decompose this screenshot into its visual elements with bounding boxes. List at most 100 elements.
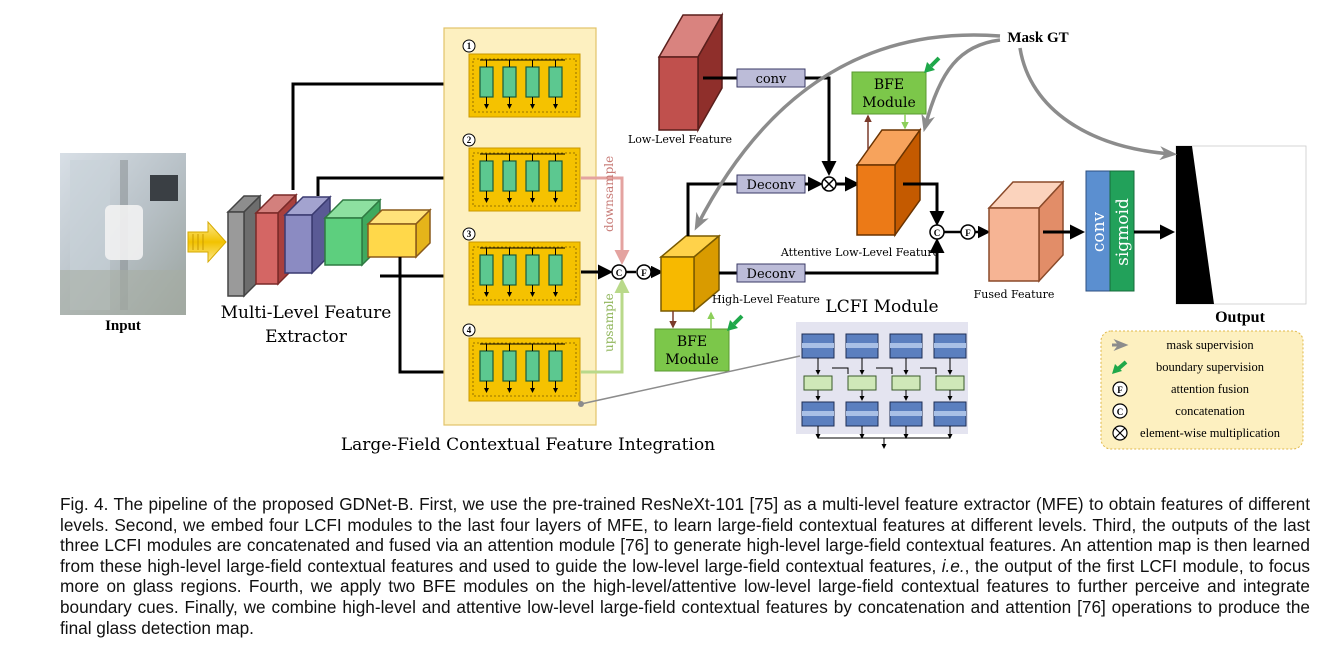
lcfi-inner-conv — [525, 66, 540, 98]
lcfi-number-4: 4 — [462, 323, 476, 337]
attentive-low-level-feature-block — [855, 127, 922, 238]
lcfi-detail-column — [889, 333, 937, 439]
svg-text:Module: Module — [665, 352, 719, 368]
lcfi-block-3: 3 — [462, 227, 581, 306]
legend-times-stroke — [1114, 427, 1126, 439]
lcfi-number-text: 1 — [467, 41, 472, 51]
svg-text:C: C — [934, 228, 941, 238]
head-conv-block: conv — [1085, 170, 1111, 292]
lcfi-inner-conv — [525, 160, 540, 192]
concat-symbol-2: C — [929, 224, 945, 240]
lcfi-detail-column — [845, 333, 893, 439]
input-label: Input — [105, 318, 141, 334]
legend-symbol-icon — [1112, 381, 1128, 397]
lcfi-inner-conv — [502, 254, 517, 286]
lcfi-inner-conv — [479, 254, 494, 286]
legend-label: boundary supervision — [1156, 360, 1265, 374]
lcfi-callout-dot — [578, 401, 584, 407]
legend-label: mask supervision — [1166, 338, 1254, 352]
lcfi-module-title: LCFI Module — [825, 297, 938, 317]
lcfi-number-2: 2 — [462, 133, 476, 147]
lcfi-inner-conv — [548, 254, 563, 286]
boundary-arrow-upper — [924, 56, 941, 73]
lcfi-inner-conv — [525, 350, 540, 382]
lcfi-inner-conv — [502, 350, 517, 382]
bfe-module-lower: BFE Module — [654, 328, 730, 372]
input-image — [60, 153, 186, 315]
lcfi-detail-mid-block — [891, 375, 921, 391]
multiply-symbol — [821, 176, 837, 192]
lcfi-block-frame — [472, 342, 577, 397]
deconv-box-upper: Deconv — [736, 174, 806, 194]
mask-supervision-arrows — [694, 33, 1178, 231]
legend-symbol-text: F — [1117, 385, 1123, 395]
upsample-label: upsample — [602, 293, 616, 352]
lcfi-blocks: 1 2 3 4 — [462, 39, 581, 402]
concat-symbol-1: C — [611, 264, 627, 280]
legend-green-arrow-head — [1112, 364, 1122, 374]
downsample-path — [581, 176, 630, 265]
svg-text:C: C — [616, 268, 623, 278]
high-level-feature-block — [658, 234, 722, 313]
lcfi-module-detail — [801, 333, 967, 449]
lcfi-block-frame — [472, 152, 577, 207]
svg-text:Deconv: Deconv — [747, 267, 797, 282]
lcfi-number-3: 3 — [462, 227, 476, 241]
lcfi-detail-top-stripe — [846, 343, 878, 348]
head-sigmoid-block: sigmoid — [1109, 170, 1135, 292]
lcfi-number-text: 4 — [467, 325, 472, 335]
svg-text:F: F — [641, 268, 647, 278]
high-to-deconv-upper — [686, 182, 737, 236]
svg-text:sigmoid: sigmoid — [1113, 198, 1133, 266]
lcfi-inner-conv — [548, 160, 563, 192]
lcfi-detail-link — [876, 367, 893, 374]
legend-box — [1100, 330, 1304, 450]
fusion-symbol-2: F — [960, 224, 976, 240]
lcfi-number-text: 2 — [467, 135, 472, 145]
svg-text:F: F — [965, 228, 971, 238]
legend-symbol-text: C — [1117, 407, 1124, 417]
lcfi-inner-conv — [502, 66, 517, 98]
low-level-feature-block — [657, 12, 724, 133]
lcfi-block-2: 2 — [462, 133, 581, 212]
fused-feature-label: Fused Feature — [974, 288, 1055, 301]
svg-text:conv: conv — [1089, 211, 1109, 252]
caption-ie: i.e. — [941, 555, 965, 576]
svg-text:BFE: BFE — [677, 334, 707, 350]
lcfi-detail-link — [920, 367, 937, 374]
deconv-lower-to-concat — [805, 238, 945, 275]
fusion-symbol-1: F — [636, 264, 652, 280]
legend-item: element-wise multiplication — [1112, 425, 1281, 441]
lcfi-callout-line — [580, 355, 801, 405]
output-label: Output — [1215, 309, 1265, 326]
caption-part2: , the output of the first LCFI module, t… — [60, 555, 1310, 638]
lcfi-detail-bottom-stripe — [890, 411, 922, 416]
lcfi-detail-column — [933, 333, 967, 439]
lcfi-detail-top-stripe — [934, 343, 966, 348]
lcfi-detail-mid-block — [847, 375, 877, 391]
legend-label: attention fusion — [1171, 382, 1250, 396]
lcfi-inner-conv — [479, 350, 494, 382]
lcfi-detail-top-stripe — [802, 343, 834, 348]
lcfi-number-text: 3 — [467, 229, 472, 239]
lcfi-detail-bottom-stripe — [802, 411, 834, 416]
attentive-low-level-feature-label: Attentive Low-Level Feature — [780, 246, 939, 259]
low-level-feature-label: Low-Level Feature — [628, 133, 732, 146]
upsample-path — [581, 278, 630, 374]
deconv-box-lower: Deconv — [736, 263, 806, 283]
lcfi-number-1: 1 — [462, 39, 476, 53]
lcfi-detail-column — [801, 333, 849, 439]
bfe-module-upper: BFE Module — [851, 71, 927, 115]
legend-green-arrow-icon — [1116, 360, 1128, 371]
lcfi-inner-conv — [548, 66, 563, 98]
lcfi-detail-bottom-stripe — [846, 411, 878, 416]
legend-label: concatenation — [1175, 404, 1245, 418]
legend-symbol-icon — [1112, 403, 1128, 419]
mask-gt-label: Mask GT — [1007, 30, 1068, 46]
lcfi-detail-bottom-stripe — [934, 411, 966, 416]
mfe-label-line1: Multi-Level Feature — [221, 303, 392, 323]
lcfi-block-4: 4 — [462, 323, 581, 402]
